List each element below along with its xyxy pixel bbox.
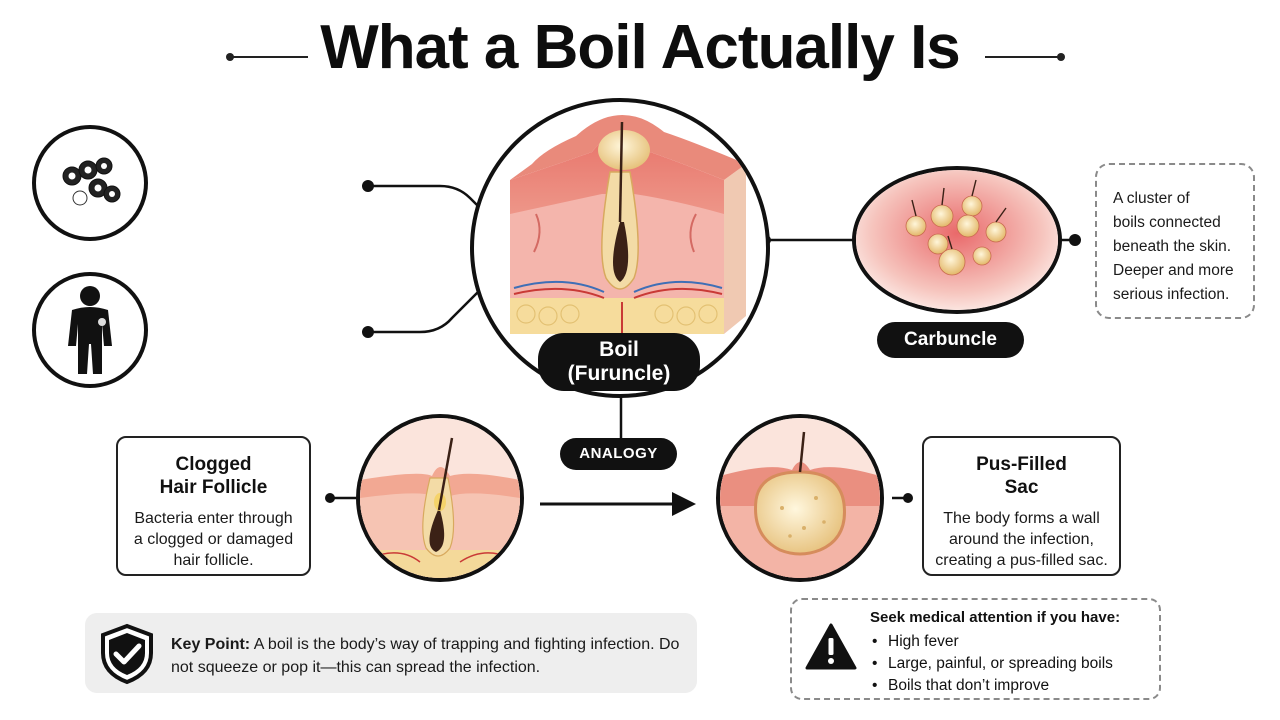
warning-item: High fever (870, 631, 1113, 653)
clogged-text-line: Bacteria enter through (134, 510, 293, 527)
locations-line1: Face, neck, (165, 328, 259, 348)
pus-sac-illustration (720, 418, 880, 578)
key-point-text: Key Point: A boil is the body’s way of t… (171, 633, 691, 679)
clogged-follicle-illustration (360, 418, 520, 578)
carbuncle-desc-line: boils connected (1113, 214, 1221, 231)
boil-label-alt: (Furuncle) (567, 362, 671, 385)
connector-locations (368, 291, 479, 334)
title-rule-right (985, 56, 1061, 58)
body-icon-circle (32, 272, 148, 388)
carbuncle-label: Carbuncle (904, 329, 997, 350)
pus-sac-circle (716, 414, 884, 582)
medical-warning-box: Seek medical attention if you have: High… (790, 598, 1161, 700)
cause-heading: Caused by: (165, 152, 263, 172)
key-point-body: A boil is the body’s way of trapping and… (171, 636, 680, 676)
warning-item: Large, painful, or spreading boils (870, 653, 1113, 675)
pus-heading-2: Sac (1004, 477, 1039, 498)
pus-sac-box: Pus-Filled Sac The body forms a wall aro… (922, 436, 1121, 576)
locations-line2: armpits, groin (165, 354, 275, 374)
pus-text-line: The body forms a wall (943, 510, 1100, 527)
key-point-label: Key Point: (171, 636, 251, 653)
title-rule-right-dot (1057, 53, 1065, 61)
bacteria-icon (62, 157, 121, 206)
analogy-arrow-head (672, 492, 696, 516)
warning-list: High fever Large, painful, or spreading … (870, 631, 1113, 697)
cause-organism: Staphylococcus (165, 178, 292, 198)
clogged-follicle-box: Clogged Hair Follicle Bacteria enter thr… (116, 436, 311, 576)
carbuncle-desc-line: Deeper and more (1113, 262, 1234, 279)
locations-heading: Common locations: (165, 300, 334, 320)
pus-text-line: creating a pus-filled sac. (935, 552, 1108, 569)
clogged-text-line: hair follicle. (173, 552, 254, 569)
title-rule-left (232, 56, 308, 58)
carbuncle-info-box: A cluster of boils connected beneath the… (1095, 163, 1255, 319)
pus-text-line: around the infection, (949, 531, 1094, 548)
warning-heading: Seek medical attention if you have: (870, 609, 1121, 626)
boil-label: Boil (599, 338, 639, 361)
body-silhouette-icon (68, 286, 112, 374)
title-rule-left-dot (226, 53, 234, 61)
cause-suffix: bacteria (220, 204, 290, 224)
bacteria-icon-circle (32, 125, 148, 241)
carbuncle-circle (852, 166, 1062, 314)
clogged-follicle-circle (356, 414, 524, 582)
pus-heading: Pus-Filled (976, 454, 1067, 475)
analogy-label: ANALOGY (579, 445, 658, 462)
clogged-text-line: a clogged or damaged (133, 531, 294, 548)
cause-organism-2: aureus (165, 204, 221, 224)
page-title: What a Boil Actually Is (320, 13, 961, 82)
warning-triangle-icon (805, 623, 857, 670)
carbuncle-label-pill: Carbuncle (877, 322, 1024, 358)
carbuncle-illustration (856, 170, 1058, 310)
analogy-label-pill: ANALOGY (560, 438, 677, 470)
carbuncle-desc-line: A cluster of (1113, 190, 1190, 207)
key-point-panel: Key Point: A boil is the body’s way of t… (85, 613, 697, 693)
shield-check-icon (101, 623, 153, 685)
clogged-heading-2: Hair Follicle (159, 477, 268, 498)
boil-skin-cross-section-illustration (510, 114, 746, 334)
warning-item: Boils that don’t improve (870, 675, 1113, 697)
clogged-heading: Clogged (175, 454, 252, 475)
connector-cause (368, 184, 481, 209)
boil-label-pill: Boil (Furuncle) (538, 333, 700, 391)
carbuncle-desc-line: serious infection. (1113, 286, 1230, 303)
carbuncle-desc-line: beneath the skin. (1113, 238, 1232, 255)
